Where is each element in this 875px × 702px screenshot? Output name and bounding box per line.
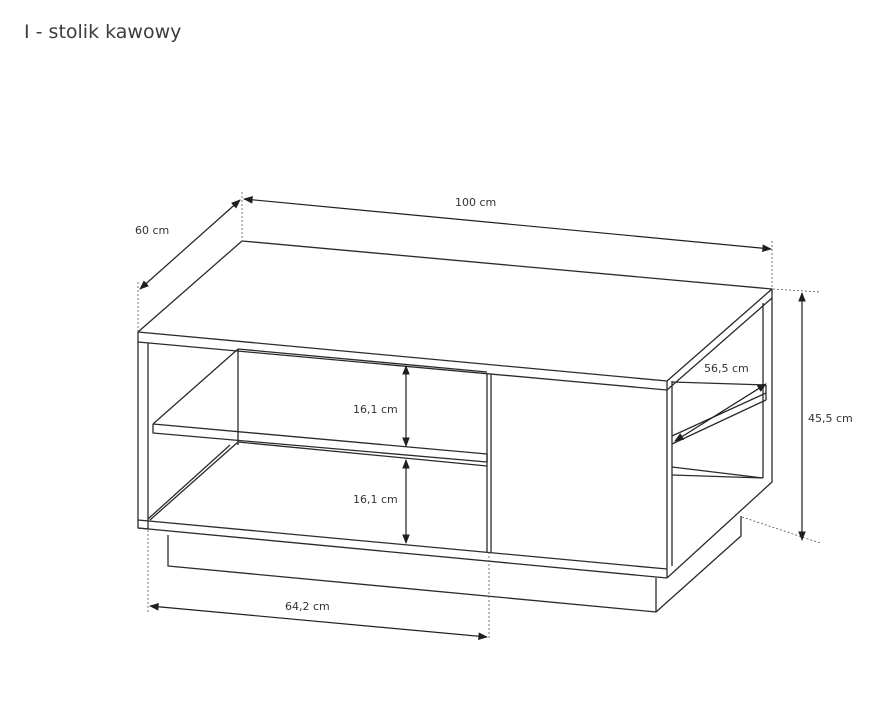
middle-divider xyxy=(486,373,492,552)
width-arrow xyxy=(243,195,772,253)
inner-depth-label: 56,5 cm xyxy=(704,362,749,375)
width-label: 100 cm xyxy=(455,196,496,209)
left-side-panel xyxy=(137,342,149,530)
shelf-lower-label: 16,1 cm xyxy=(353,493,398,506)
compartment-width-label: 64,2 cm xyxy=(285,600,330,613)
table-outline xyxy=(137,240,773,613)
extension-lines xyxy=(137,192,821,640)
depth-arrow xyxy=(139,199,241,290)
depth-label: 60 cm xyxy=(135,224,169,237)
page-title: I - stolik kawowy xyxy=(24,21,182,43)
ext-line-height-top xyxy=(772,288,821,293)
left-shelf xyxy=(152,348,488,463)
plinth xyxy=(167,516,742,613)
bottom-board xyxy=(137,444,668,579)
table-top-front-edge xyxy=(137,332,668,391)
bottom-back-edge xyxy=(149,441,488,521)
shelf-upper-label: 16,1 cm xyxy=(353,403,398,416)
ext-line-height-bottom xyxy=(741,516,821,544)
compartment-width-arrow xyxy=(149,602,488,641)
right-outer-panel xyxy=(666,298,773,579)
height-label: 45,5 cm xyxy=(808,412,853,425)
right-bottom-board xyxy=(671,466,764,479)
table-top-surface xyxy=(137,240,773,382)
dimension-arrows xyxy=(139,195,806,641)
inner-depth-arrow xyxy=(674,383,767,442)
right-side-inner-panel xyxy=(666,381,673,578)
